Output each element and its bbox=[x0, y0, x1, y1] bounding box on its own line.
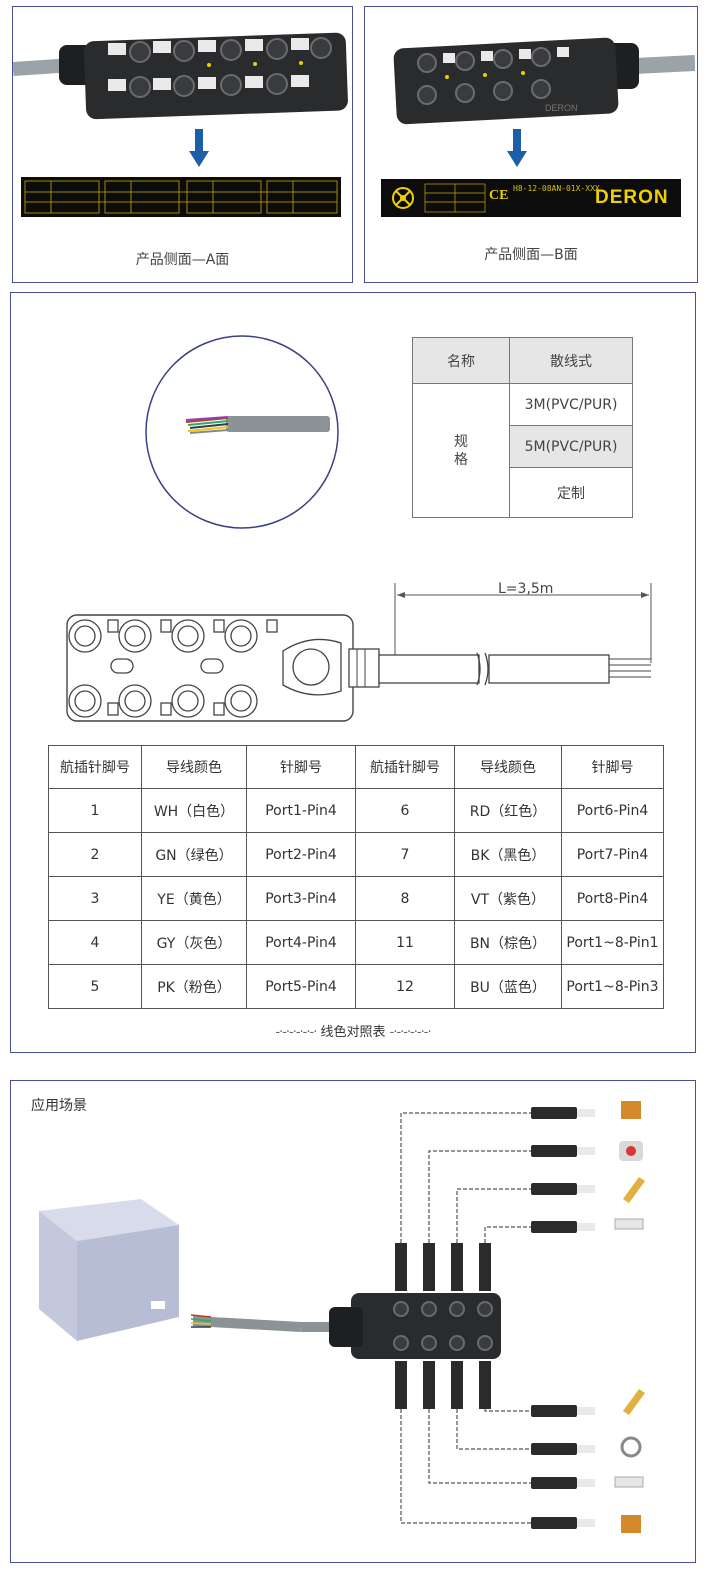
wire-color: VT（紫色） bbox=[454, 876, 562, 921]
cable-length-dimension: L=3,5m bbox=[498, 581, 554, 597]
pin-number: 1 bbox=[48, 788, 142, 833]
side-b-product-photo: DERON bbox=[393, 37, 695, 125]
side-b-label-strip: CE H8-12-08AN-01X-XXX DERON bbox=[381, 179, 681, 217]
panel-side-b: DERON CE H8-12-08AN-01X-XXX DERON 产品侧面—B… bbox=[364, 6, 698, 283]
wire-color: GY（灰色） bbox=[141, 920, 247, 965]
table-row: 4 GY（灰色） Port4-Pin4 11 BN（棕色） Port1~8-Pi… bbox=[48, 920, 664, 965]
port-pin: Port1-Pin4 bbox=[246, 788, 356, 833]
spec-option: 定制 bbox=[509, 467, 633, 518]
header-cell: 导线颜色 bbox=[141, 745, 247, 789]
port-pin: Port4-Pin4 bbox=[246, 920, 356, 965]
spec-header-name: 名称 bbox=[412, 337, 510, 384]
arrow-down-icon bbox=[507, 129, 527, 167]
brand-logo: DERON bbox=[595, 187, 669, 208]
side-a-product-photo bbox=[13, 32, 348, 120]
cable-closeup-circle bbox=[145, 335, 339, 529]
panel-application: 应用场景 bbox=[10, 1080, 696, 1563]
legend-title: 线色对照表 bbox=[320, 1025, 386, 1040]
port-pin: Port5-Pin4 bbox=[246, 964, 356, 1009]
pin-number: 6 bbox=[355, 788, 455, 833]
side-b-caption: 产品侧面—B面 bbox=[484, 247, 578, 263]
wire-color: WH（白色） bbox=[141, 788, 247, 833]
table-row: 1 WH（白色） Port1-Pin4 6 RD（红色） Port6-Pin4 bbox=[48, 788, 664, 833]
table-row: 5 PK（粉色） Port5-Pin4 12 BU（蓝色） Port1~8-Pi… bbox=[48, 964, 664, 1009]
application-diagram bbox=[39, 1101, 645, 1533]
wire-color: GN（绿色） bbox=[141, 832, 247, 877]
wire-color: BK（黑色） bbox=[454, 832, 562, 877]
table-row: 3 YE（黄色） Port3-Pin4 8 VT（紫色） Port8-Pin4 bbox=[48, 876, 664, 921]
port-pin: Port1~8-Pin3 bbox=[561, 964, 664, 1009]
arrow-down-icon bbox=[189, 129, 209, 167]
dimension-drawing bbox=[66, 583, 652, 722]
header-cell: 针脚号 bbox=[561, 745, 664, 789]
port-pin: Port3-Pin4 bbox=[246, 876, 356, 921]
pin-number: 4 bbox=[48, 920, 142, 965]
panel-wiring: 名称 散线式 规格 3M(PVC/PUR) 5M(PVC/PUR) 定制 bbox=[10, 292, 696, 1053]
section-title: 应用场景 bbox=[31, 1098, 87, 1114]
pin-number: 3 bbox=[48, 876, 142, 921]
pin-number: 7 bbox=[355, 832, 455, 877]
pin-number: 12 bbox=[355, 964, 455, 1009]
header-cell: 导线颜色 bbox=[454, 745, 562, 789]
ce-mark: CE bbox=[489, 188, 509, 203]
table-row: 2 GN（绿色） Port2-Pin4 7 BK（黑色） Port7-Pin4 bbox=[48, 832, 664, 877]
port-pin: Port7-Pin4 bbox=[561, 832, 664, 877]
wire-color-table: 航插针脚号 导线颜色 针脚号 航插针脚号 导线颜色 针脚号 1 WH（白色） P… bbox=[48, 745, 664, 1009]
model-number: H8-12-08AN-01X-XXX bbox=[513, 184, 600, 193]
spec-row-label: 规格 bbox=[412, 383, 510, 518]
control-cabinet bbox=[39, 1199, 179, 1341]
sunburst-logo-icon bbox=[392, 187, 414, 209]
sensor-devices bbox=[614, 1101, 645, 1533]
header-cell: 针脚号 bbox=[246, 745, 356, 789]
pin-number: 5 bbox=[48, 964, 142, 1009]
header-cell: 航插针脚号 bbox=[355, 745, 455, 789]
side-a-caption: 产品侧面—A面 bbox=[135, 252, 230, 268]
spec-table: 名称 散线式 规格 3M(PVC/PUR) 5M(PVC/PUR) 定制 bbox=[412, 337, 633, 518]
port-pin: Port1~8-Pin1 bbox=[561, 920, 664, 965]
header-cell: 航插针脚号 bbox=[48, 745, 142, 789]
wire-color: PK（粉色） bbox=[141, 964, 247, 1009]
wire-color: RD（红色） bbox=[454, 788, 562, 833]
side-a-label-strip bbox=[21, 177, 341, 217]
pin-number: 8 bbox=[355, 876, 455, 921]
spec-option: 5M(PVC/PUR) bbox=[509, 425, 633, 468]
pin-number: 2 bbox=[48, 832, 142, 877]
port-pin: Port2-Pin4 bbox=[246, 832, 356, 877]
spec-option: 3M(PVC/PUR) bbox=[509, 383, 633, 426]
wire-color: BU（蓝色） bbox=[454, 964, 562, 1009]
table-header-row: 航插针脚号 导线颜色 针脚号 航插针脚号 导线颜色 针脚号 bbox=[48, 745, 664, 789]
table-legend: -·-·-·-·-·-· 线色对照表 -·-·-·-·-·-· bbox=[275, 1025, 431, 1040]
spec-header-type: 散线式 bbox=[509, 337, 633, 384]
wire-color: YE（黄色） bbox=[141, 876, 247, 921]
side-b-brand-engraving: DERON bbox=[545, 103, 578, 113]
port-pin: Port6-Pin4 bbox=[561, 788, 664, 833]
panel-side-a: 产品侧面—A面 bbox=[12, 6, 353, 283]
wire-color: BN（棕色） bbox=[454, 920, 562, 965]
pin-number: 11 bbox=[355, 920, 455, 965]
port-pin: Port8-Pin4 bbox=[561, 876, 664, 921]
